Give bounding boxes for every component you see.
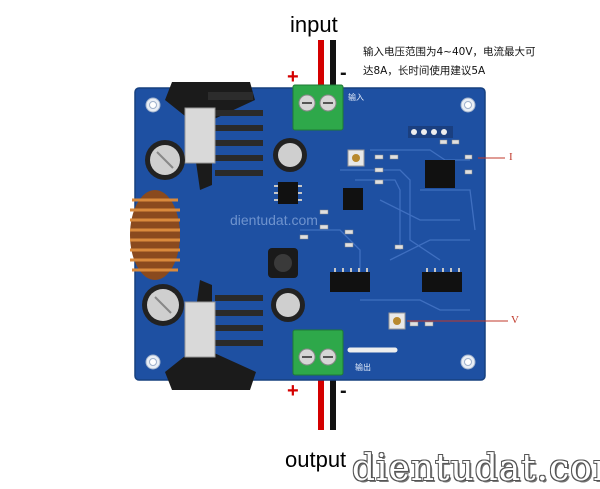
mosfet-top <box>184 107 216 164</box>
potentiometer-voltage <box>388 312 406 330</box>
mosfet-bottom <box>184 301 216 358</box>
input-terminal-block <box>292 84 344 131</box>
capacitor-3 <box>142 284 184 326</box>
site-watermark: dientudat.com <box>352 448 600 489</box>
input-plus-sign: + <box>287 66 299 88</box>
output-minus-sign: - <box>340 380 347 402</box>
input-minus-sign: - <box>340 62 347 84</box>
current-adjust-marker: I <box>509 151 513 163</box>
ic-pins <box>274 185 460 272</box>
capacitor-2 <box>273 138 307 172</box>
input-positive-wire <box>318 40 324 92</box>
board-watermark: dientudat.com <box>230 212 318 228</box>
inductor-coil <box>130 190 180 280</box>
output-positive-wire <box>318 365 324 430</box>
input-negative-wire <box>330 40 336 92</box>
potentiometer-current <box>347 149 365 167</box>
output-terminal-block <box>292 329 344 376</box>
voltage-adjust-marker: V <box>511 314 519 326</box>
capacitor-1 <box>145 140 185 180</box>
spec-note-line-1: 输入电压范围为4~40V，电流最大可 <box>363 46 536 58</box>
output-negative-wire <box>330 365 336 430</box>
capacitor-4 <box>271 288 305 322</box>
smd-components <box>299 139 473 327</box>
silk-input-label: 输入 <box>348 93 364 102</box>
pin-header <box>408 126 453 138</box>
silk-output-label: 输出 <box>355 363 371 372</box>
output-label: output <box>285 447 347 472</box>
input-label: input <box>290 12 338 37</box>
output-plus-sign: + <box>287 380 299 402</box>
spec-note-line-2: 达8A，长时间使用建议5A <box>363 65 486 77</box>
mounting-holes <box>145 97 476 370</box>
ics <box>278 160 462 292</box>
